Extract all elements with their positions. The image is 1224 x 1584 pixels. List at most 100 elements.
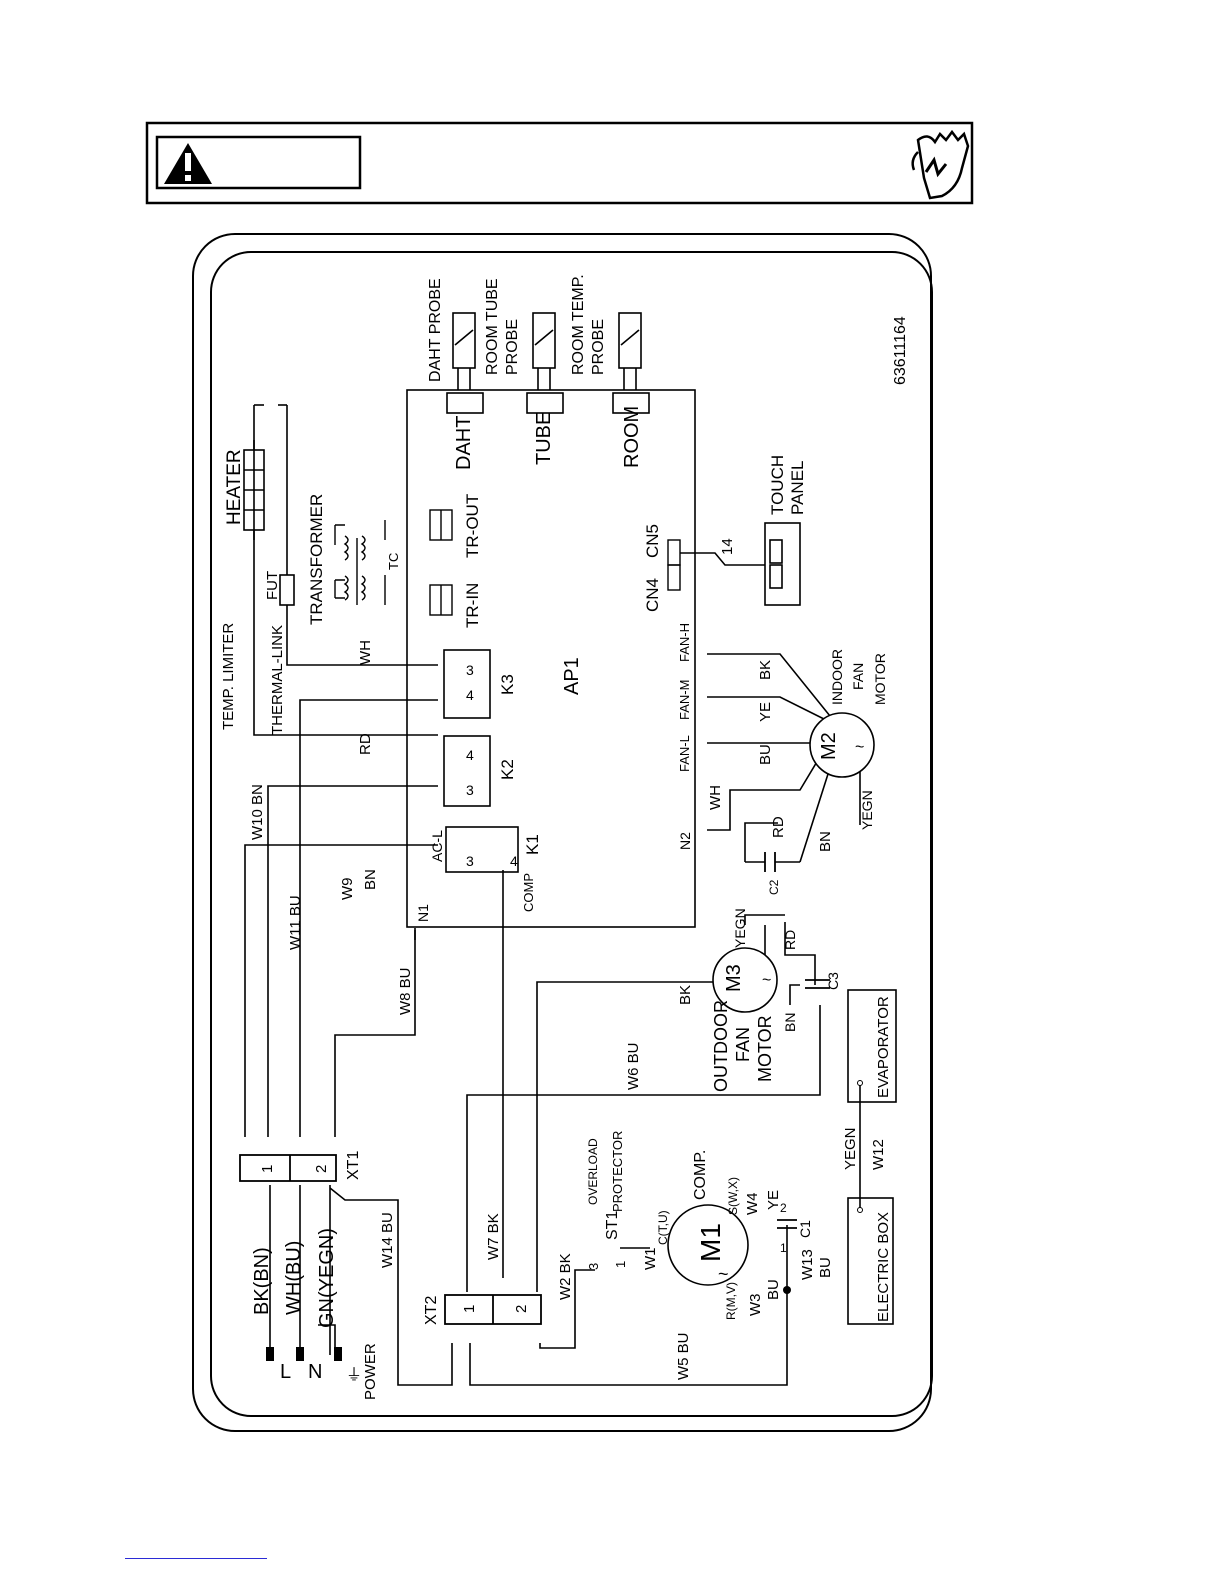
xt2-label: XT2 [423, 1296, 440, 1325]
k3-label: K3 [498, 674, 517, 695]
outdoor-fan-label-2: FAN [733, 1027, 753, 1062]
cn4-label: CN4 [643, 578, 662, 612]
indoor-fan-label-2: FAN [850, 663, 866, 690]
fan-m-label: FAN-M [677, 680, 692, 720]
terminal-block-xt1 [239, 1154, 337, 1182]
m2-bn-label: BN [817, 831, 834, 852]
c1-pin-1: 1 [780, 1241, 787, 1255]
probe-connectors [446, 312, 650, 414]
heater-element [243, 440, 265, 540]
wire-junction-dot [783, 1286, 791, 1294]
electric-shock-hand-icon [911, 129, 970, 200]
cn5-label: CN5 [643, 524, 662, 558]
overload-label-1: OVERLOAD [586, 1138, 600, 1205]
room-tube-probe-label-2: PROBE [504, 319, 521, 375]
wire-label-w6: W6 BU [625, 1042, 642, 1090]
fut-label: FUT [264, 571, 281, 600]
compressor-label: COMP. [692, 1150, 709, 1200]
warning-triangle-icon [164, 143, 212, 184]
m1-label: M1 [695, 1223, 726, 1262]
fan-l-label: FAN-L [677, 735, 692, 772]
evaporator-label: EVAPORATOR [875, 996, 892, 1098]
wire-label-w10: W10 BN [249, 784, 266, 840]
room-tube-probe-label-1: ROOM TUBE [484, 278, 501, 375]
wire-label-ye: YE [765, 1190, 782, 1210]
outdoor-fan-label-1: OUTDOOR [711, 1000, 731, 1092]
c1-pin-2: 2 [780, 1201, 787, 1215]
st1-pin-1: 1 [613, 1261, 628, 1268]
connector-tr-out [429, 509, 453, 541]
electric-box [847, 1197, 894, 1325]
part-number-label: 63611164 [892, 316, 909, 385]
evaporator-ground-point [857, 1080, 863, 1086]
m2-bu-label: BU [757, 744, 774, 765]
room-temp-probe-label-2: PROBE [590, 319, 607, 375]
m2-ye-label: YE [757, 702, 774, 722]
ap1-label: AP1 [561, 657, 583, 695]
touch-panel-box [764, 522, 801, 606]
n1-label: N1 [415, 904, 431, 922]
indoor-fan-motor-m2 [809, 712, 875, 778]
daht-probe-label: DAHT PROBE [427, 278, 444, 382]
wire-label-w8: W8 BU [397, 967, 414, 1015]
transformer-symbol [334, 520, 386, 605]
relay-k2 [443, 735, 491, 807]
capacitor-c2 [764, 852, 776, 872]
wire-label-yegn-w12: YEGN [842, 1127, 859, 1170]
relay-k3 [443, 649, 491, 719]
m2-yegn-label: YEGN [859, 790, 875, 830]
wire-label-gn-yegn: GN(YEGN) [316, 1228, 338, 1328]
electric-box-label: ELECTRIC BOX [875, 1212, 892, 1322]
capacitor-c1 [777, 1219, 797, 1229]
transformer-label: TRANSFORMER [307, 494, 326, 625]
daht-label: DAHT [453, 416, 475, 470]
tr-in-label: TR-IN [463, 583, 482, 628]
fuse-fut [279, 574, 295, 606]
tube-label: TUBE [533, 412, 555, 465]
relay-k1 [445, 826, 519, 873]
wire-label-w4: W4 [744, 1193, 761, 1216]
indoor-fan-label-1: INDOOR [829, 649, 845, 705]
warning-banner [145, 121, 974, 205]
k2-pin-3: 3 [466, 782, 474, 798]
m2-label: M2 [818, 732, 840, 760]
c2-label: C2 [767, 879, 781, 895]
c3-label: C3 [825, 972, 841, 990]
overload-label-2: PROTECTOR [610, 1131, 625, 1212]
fan-h-label: FAN-H [677, 623, 692, 662]
m3-label: M3 [723, 964, 745, 992]
power-n-label: N [308, 1361, 322, 1383]
wire-label-w3: W3 [747, 1294, 764, 1317]
wire-label-wh-bu: WH(BU) [283, 1241, 305, 1315]
k1-pin-4: 4 [510, 853, 518, 869]
wire-label-w5: W5 BU [675, 1332, 692, 1380]
c1-label: C1 [797, 1220, 813, 1238]
wire-label-w9-bn: BN [362, 869, 379, 890]
wire-label-w11: W11 BU [287, 895, 304, 950]
wire-label-w13: W13 [799, 1249, 816, 1280]
m3-bk-label: BK [677, 985, 694, 1005]
m3-rd-label: RD [782, 930, 798, 950]
power-ground-symbol: ⏚ [346, 1366, 362, 1384]
wire-label-bu-w13: BU [817, 1257, 834, 1278]
thermal-link-label: THERMAL-LINK [269, 625, 286, 735]
m2-rd-label: RD [770, 816, 787, 838]
capacitor-c3 [805, 979, 830, 989]
power-terminal-l [266, 1347, 274, 1361]
wire-label-w9: W9 [339, 878, 356, 901]
diagram-frame-inner [210, 251, 933, 1417]
xt1-terminal-2: 2 [313, 1165, 330, 1173]
m1-s-label: S(W,X) [726, 1177, 740, 1215]
xt2-terminal-1: 1 [461, 1305, 478, 1313]
power-label: POWER [362, 1343, 379, 1400]
k1-label: K1 [523, 834, 542, 855]
k3-pin-4: 4 [466, 687, 474, 703]
power-terminal-n [296, 1347, 304, 1361]
xt2-terminal-2: 2 [513, 1305, 530, 1313]
k2-label: K2 [498, 759, 517, 780]
n2-label: N2 [677, 832, 693, 850]
m1-r-label: R(M,V) [724, 1282, 738, 1320]
m3-tilde: ~ [762, 972, 771, 989]
